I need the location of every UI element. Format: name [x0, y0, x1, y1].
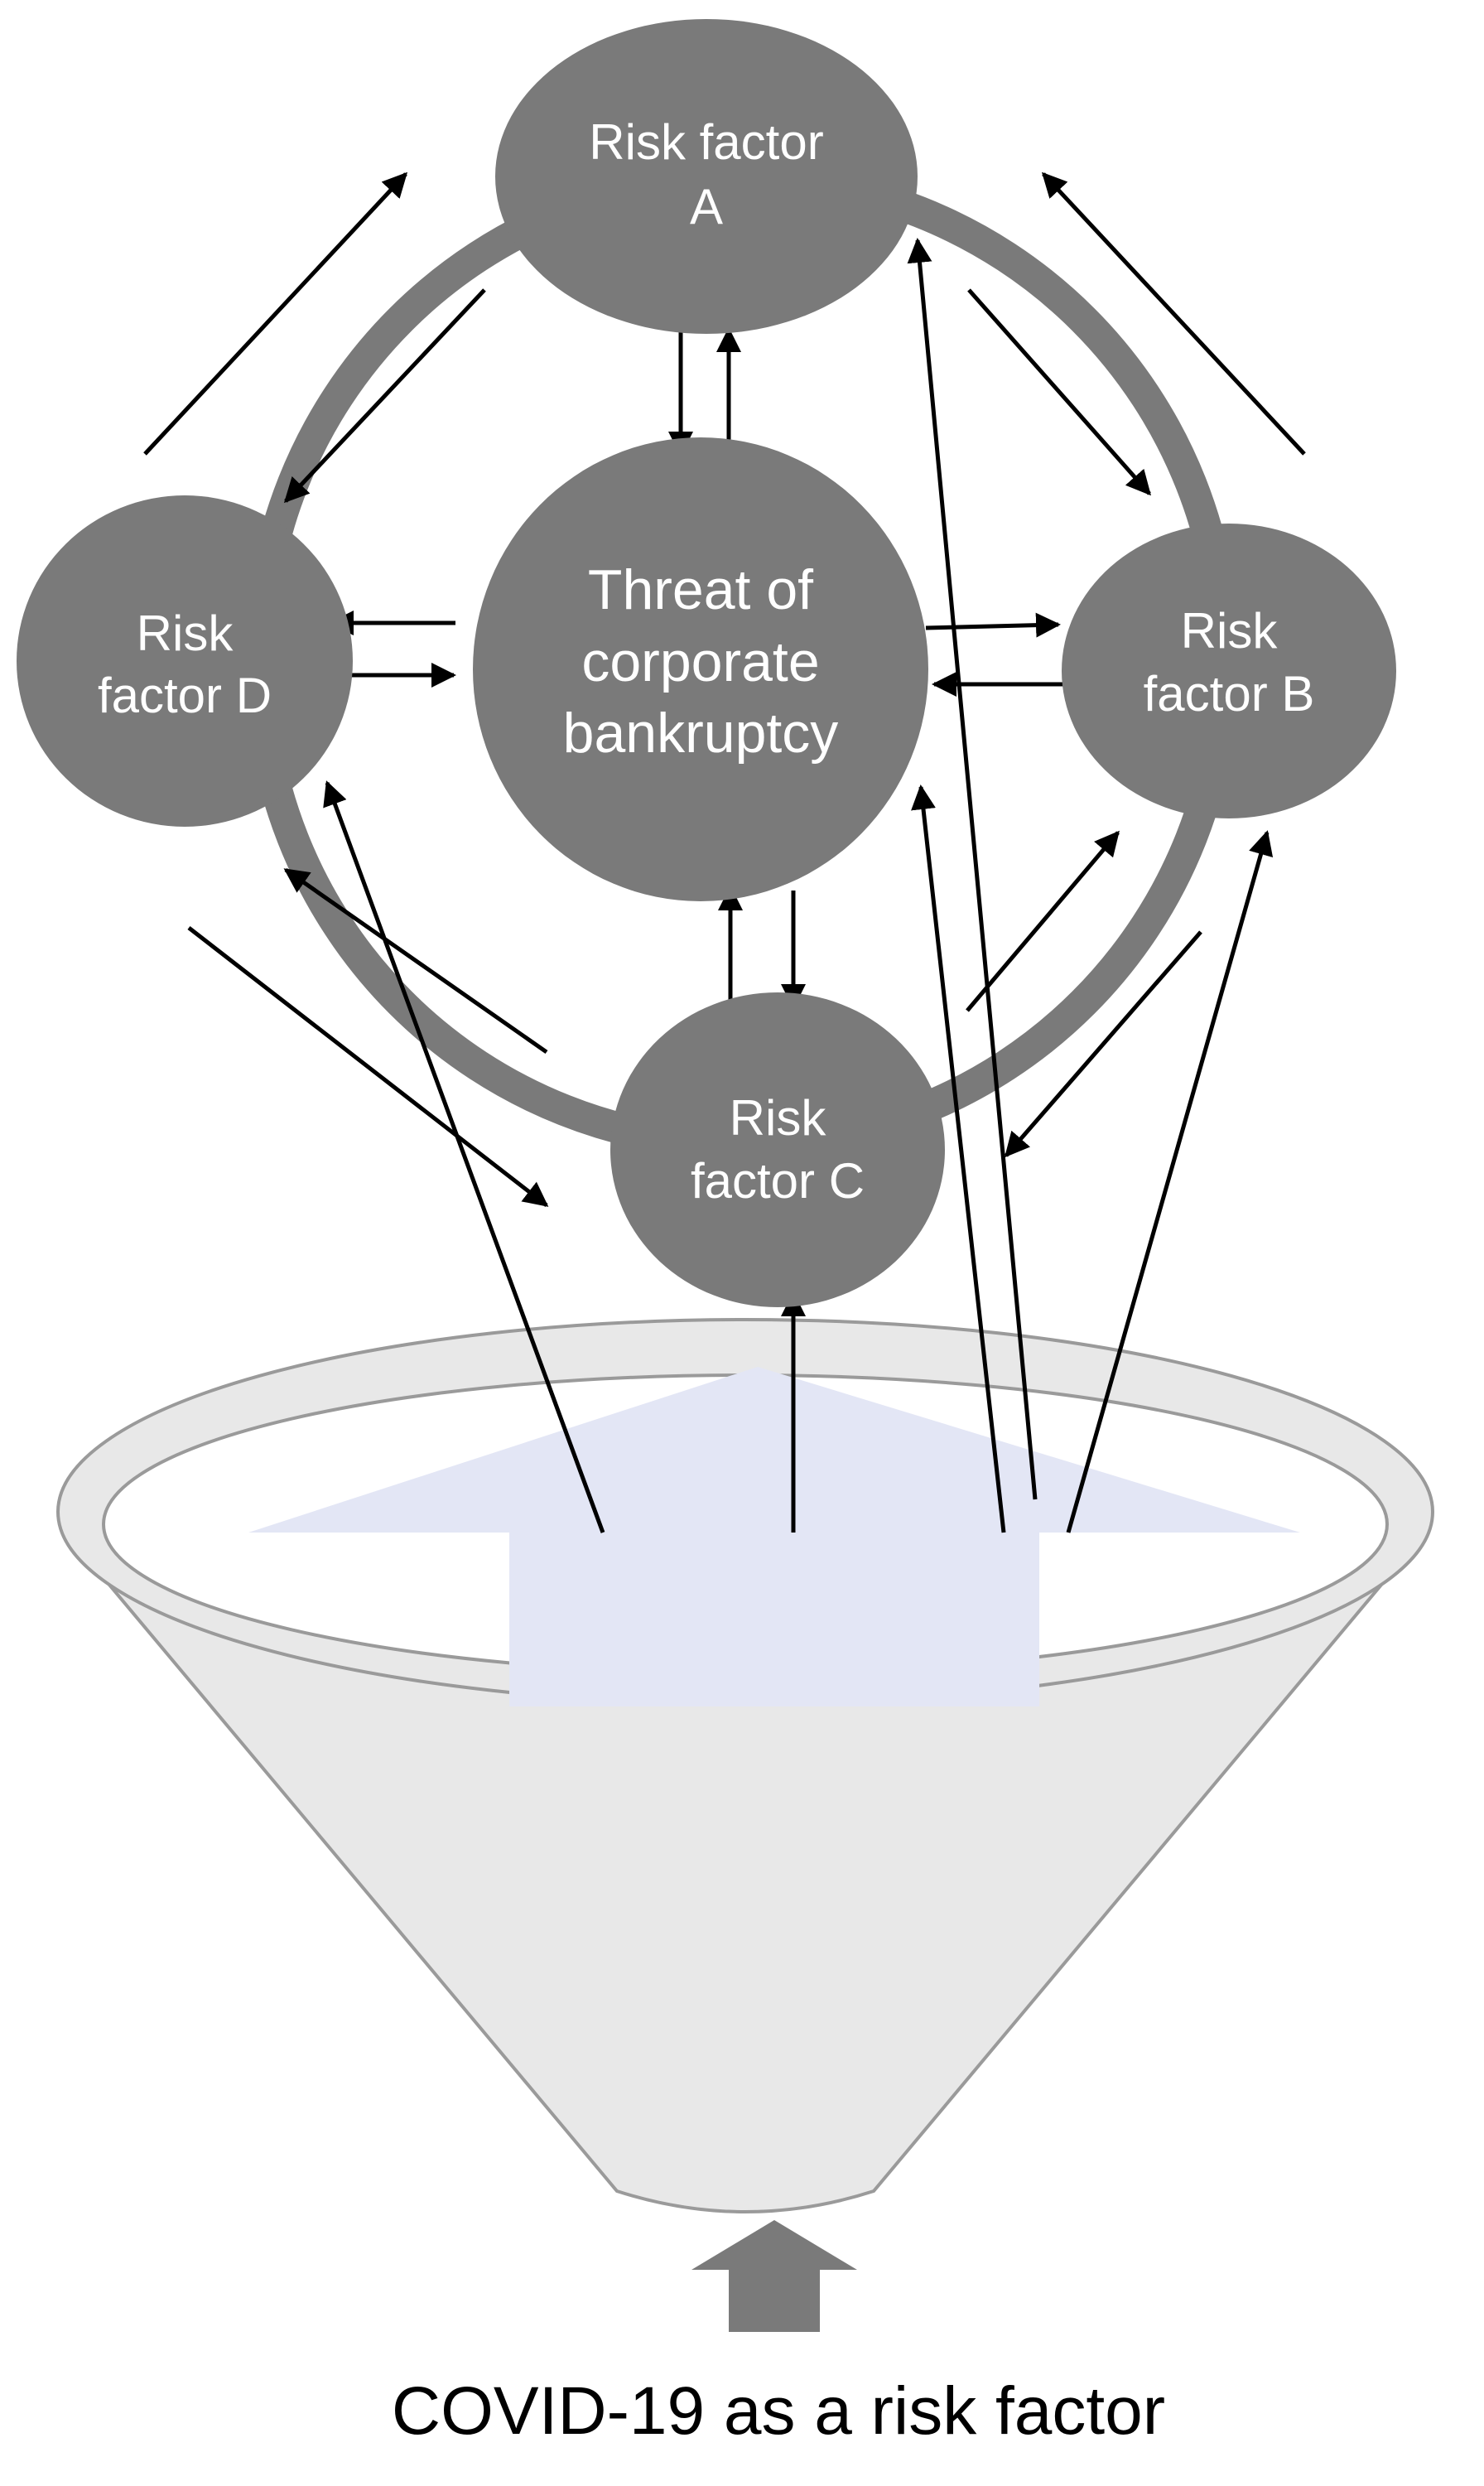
node-threat-of-corporate-bankruptcy: Threat of corporate bankruptcy	[473, 437, 928, 901]
node-risk-factor-a: Risk factor A	[495, 19, 918, 334]
arrow-outer-bc	[1005, 930, 1202, 1158]
threat-line2: corporate	[581, 630, 819, 693]
arrow-outer-dc	[187, 926, 549, 1207]
risk-factor-a-line1: Risk factor	[589, 114, 823, 170]
arrow-funnel-to-threat	[911, 784, 1006, 1533]
threat-line3: bankruptcy	[563, 702, 839, 765]
risk-factor-d-line1: Risk	[137, 606, 234, 661]
covid-caption: COVID-19 as a risk factor	[392, 2373, 1165, 2449]
risk-factor-b-line1: Risk	[1181, 603, 1279, 659]
node-risk-factor-b: Risk factor B	[1062, 524, 1396, 818]
arrow-funnel-to-b	[1066, 830, 1274, 1533]
arrow-outer-cb	[966, 830, 1120, 1012]
arrow-lines	[143, 171, 1306, 1533]
covid-input-arrow	[691, 2220, 857, 2332]
arrow-outer-da	[143, 171, 408, 456]
threat-line1: Threat of	[588, 558, 813, 621]
arrow-outer-cd	[283, 867, 548, 1055]
risk-factor-c-line1: Risk	[730, 1090, 827, 1146]
arrow-funnel-to-d	[323, 780, 605, 1533]
arrow-funnel-to-a	[907, 238, 1038, 1500]
risk-factor-d-line2: factor D	[98, 668, 272, 723]
funnel-body	[58, 1527, 1433, 2213]
arrow-outer-ba	[1041, 171, 1306, 456]
risk-factor-c-line2: factor C	[691, 1153, 865, 1209]
big-up-arrow	[248, 1367, 1300, 1706]
risk-factor-b-line2: factor B	[1144, 666, 1315, 722]
arrow-outer-ab	[967, 288, 1151, 496]
node-risk-factor-c: Risk factor C	[610, 992, 945, 1307]
arrow-threat-to-b	[925, 612, 1061, 638]
arrow-outer-ad	[283, 288, 486, 504]
node-risk-factor-d: Risk factor D	[17, 495, 353, 827]
risk-factor-a-line2: A	[690, 179, 723, 234]
